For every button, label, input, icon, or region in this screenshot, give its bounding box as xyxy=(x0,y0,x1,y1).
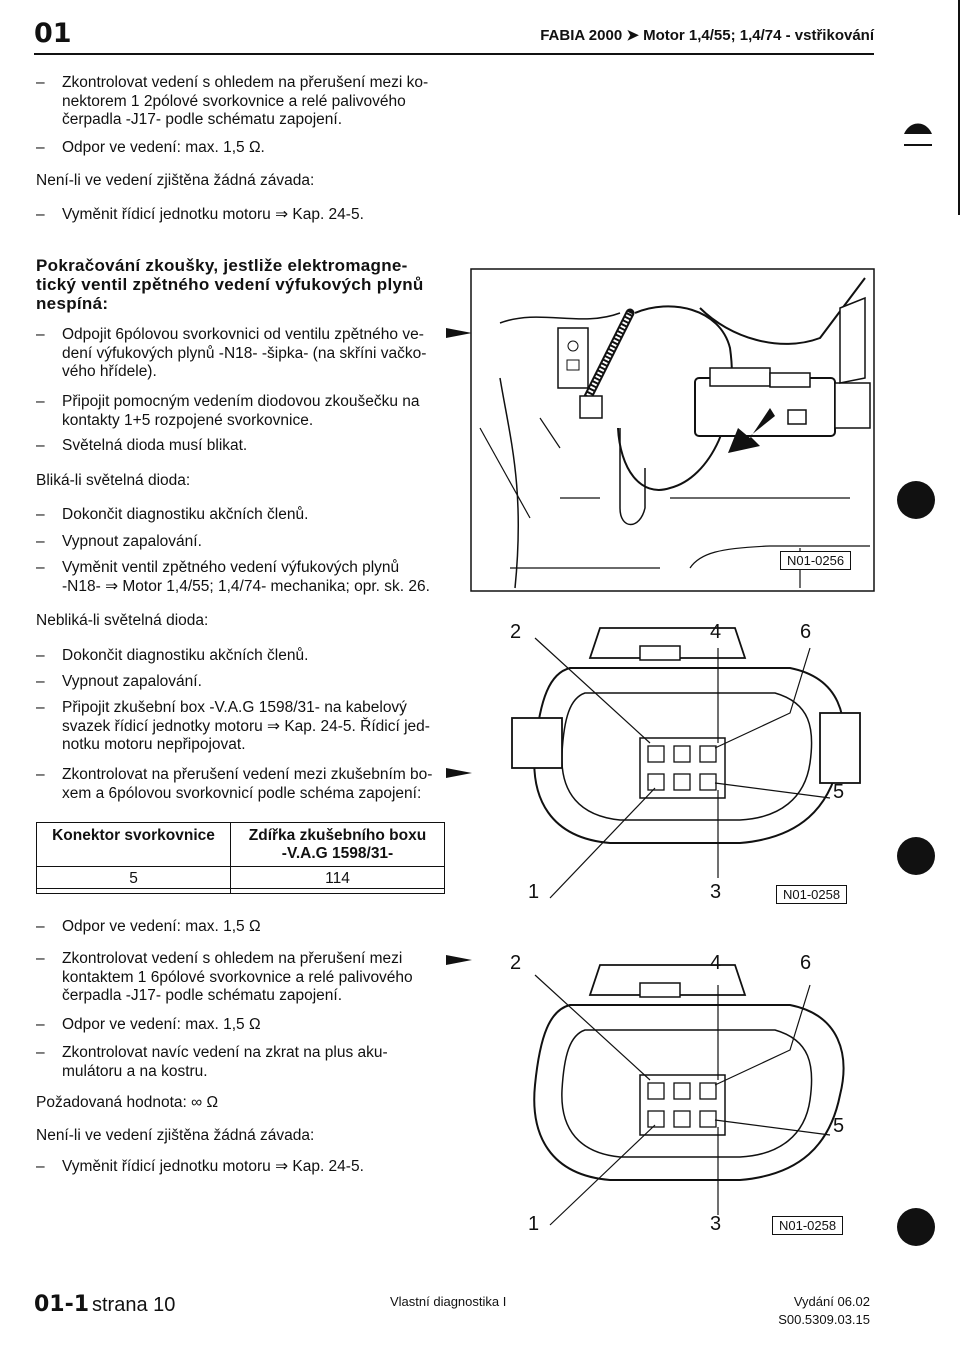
instruction-item: Zkontrolovat vedení s ohledem na přeruše… xyxy=(36,74,428,130)
pin-label: 1 xyxy=(528,881,540,903)
margin-dot-icon xyxy=(897,481,935,519)
pin-label: 2 xyxy=(510,952,522,974)
margin-dot-icon xyxy=(897,1208,935,1246)
instruction-item: Připojit zkušební box -V.A.G 1598/31- na… xyxy=(36,699,430,755)
text-line: Zkontrolovat vedení s ohledem na přeruše… xyxy=(62,74,429,91)
text-line: čerpadla -J17- podle schématu zapojení. xyxy=(62,987,343,1004)
text-line: Připojit zkušební box -V.A.G 1598/31- na… xyxy=(62,699,407,716)
connector-pin-diagram xyxy=(511,627,861,899)
condition-line: Nebliká-li světelná dioda: xyxy=(36,612,209,629)
pin-label: 4 xyxy=(710,952,722,974)
heading-line: tický ventil zpětného vedení výfukových … xyxy=(36,275,424,294)
header-line: Zdířka zkušebního boxu xyxy=(248,827,427,844)
text-line: mulátoru a na kostru. xyxy=(62,1062,208,1080)
table-header-connector: Konektor svorkovnice xyxy=(52,827,215,844)
instruction-item: Zkontrolovat na přerušení vedení mezi zk… xyxy=(36,766,432,803)
instruction-item: Odpojit 6pólovou svorkovnici od ventilu … xyxy=(36,326,426,382)
footer-section: Vlastní diagnostika I xyxy=(390,1294,507,1309)
instruction-item: Vyměnit řídicí jednotku motoru ⇒ Kap. 24… xyxy=(36,206,364,225)
text-line: Vyměnit ventil zpětného vedení výfukovýc… xyxy=(62,559,400,576)
header-line: -V.A.G 1598/31- xyxy=(281,845,394,862)
pin-label: 3 xyxy=(710,1213,722,1235)
table-divider xyxy=(37,888,444,890)
pin-label: 1 xyxy=(528,1213,540,1235)
footer-chapter: 01-1 xyxy=(34,1292,90,1317)
table-header-socket: Zdířka zkušebního boxu -V.A.G 1598/31- xyxy=(231,827,444,863)
table-cell: 114 xyxy=(325,870,350,887)
text-line: Připojit pomocným vedením diodovou zkouš… xyxy=(62,393,420,410)
heading-line: nespíná: xyxy=(36,294,109,313)
valve-location-figure xyxy=(470,268,875,592)
pin-label: 5 xyxy=(833,781,845,803)
page-header-title: FABIA 2000 ➤ Motor 1,4/55; 1,4/74 - vstř… xyxy=(540,27,874,44)
footer-edition: Vydání 06.02 S00.5309.03.15 xyxy=(768,1293,870,1329)
instruction-item: Odpor ve vedení: max. 1,5 Ω xyxy=(36,1016,261,1035)
condition-line: Není-li ve vedení zjištěna žádná závada: xyxy=(36,172,315,189)
instruction-item: Vypnout zapalování. xyxy=(36,533,202,552)
figure-code: N01-0258 xyxy=(772,1216,844,1235)
pin-label: 6 xyxy=(800,952,812,974)
instruction-item: Dokončit diagnostiku akčních členů. xyxy=(36,647,308,666)
text-line: Odpojit 6pólovou svorkovnici od ventilu … xyxy=(62,326,424,343)
edition-line: Vydání 06.02 xyxy=(793,1294,870,1309)
document-code: S00.5309.03.15 xyxy=(778,1312,870,1327)
required-value: Požadovaná hodnota: ∞ Ω xyxy=(36,1094,219,1111)
text-line: nektorem 1 2pólové svorkovnice a relé pa… xyxy=(62,92,406,110)
condition-line: Není-li ve vedení zjištěna žádná závada: xyxy=(36,1127,315,1144)
pin-label: 4 xyxy=(710,621,722,643)
pointer-arrow-icon xyxy=(446,955,472,965)
figure-code: N01-0256 xyxy=(780,551,852,570)
text-line: notku motoru nepřipojovat. xyxy=(62,736,246,753)
text-line: kontakty 1+5 rozpojené svorkovnice. xyxy=(62,411,314,429)
text-line: Zkontrolovat vedení s ohledem na přeruše… xyxy=(62,950,403,967)
text-line: -N18- ⇒ Motor 1,4/55; 1,4/74- mechanika;… xyxy=(62,577,430,595)
heading-line: Pokračování zkoušky, jestliže elektromag… xyxy=(36,256,408,275)
chapter-number: 01 xyxy=(34,18,72,49)
pin-label: 5 xyxy=(833,1115,845,1137)
figure-code: N01-0258 xyxy=(776,885,848,904)
instruction-item: Odpor ve vedení: max. 1,5 Ω xyxy=(36,918,261,937)
connector-pin-diagram xyxy=(533,964,845,1226)
table-cell: 5 xyxy=(129,870,138,887)
instruction-item: Zkontrolovat vedení s ohledem na přeruše… xyxy=(36,950,413,1006)
section-heading: Pokračování zkoušky, jestliže elektromag… xyxy=(36,256,424,313)
text-line: vého hřídele). xyxy=(62,363,157,380)
instruction-item: Zkontrolovat navíc vedení na zkrat na pl… xyxy=(36,1044,388,1081)
header-rule xyxy=(34,53,874,55)
condition-line: Bliká-li světelná dioda: xyxy=(36,472,191,489)
text-line: Zkontrolovat na přerušení vedení mezi zk… xyxy=(62,766,433,783)
warning-triangle-icon xyxy=(904,123,932,146)
instruction-item: Vyměnit řídicí jednotku motoru ⇒ Kap. 24… xyxy=(36,1158,364,1177)
table-divider xyxy=(230,823,232,893)
text-line: dení výfukových plynů -N18- -šipka- (na … xyxy=(62,344,427,362)
pointer-arrow-icon xyxy=(446,768,472,778)
instruction-item: Vypnout zapalování. xyxy=(36,673,202,692)
pointer-arrow-icon xyxy=(446,328,472,338)
text-line: xem a 6pólovou svorkovnicí podle schéma … xyxy=(62,784,422,802)
connection-table: Konektor svorkovnice Zdířka zkušebního b… xyxy=(36,822,445,894)
instruction-item: Připojit pomocným vedením diodovou zkouš… xyxy=(36,393,420,430)
text-line: čerpadla -J17- podle schématu zapojení. xyxy=(62,111,343,128)
instruction-item: Odpor ve vedení: max. 1,5 Ω. xyxy=(36,139,265,158)
pin-label: 6 xyxy=(800,621,812,643)
instruction-item: Dokončit diagnostiku akčních členů. xyxy=(36,506,308,525)
text-line: Zkontrolovat navíc vedení na zkrat na pl… xyxy=(62,1044,388,1061)
margin-dot-icon xyxy=(897,837,935,875)
text-line: svazek řídicí jednotky motoru ⇒ Kap. 24-… xyxy=(62,717,430,735)
margin-rule xyxy=(958,0,960,215)
footer-page: strana 10 xyxy=(92,1294,176,1316)
text-line: kontaktem 1 6pólové svorkovnice a relé p… xyxy=(62,968,413,986)
instruction-item: Světelná dioda musí blikat. xyxy=(36,437,247,456)
pin-label: 2 xyxy=(510,621,522,643)
instruction-item: Vyměnit ventil zpětného vedení výfukovýc… xyxy=(36,559,430,596)
table-divider xyxy=(37,866,444,868)
pin-label: 3 xyxy=(710,881,722,903)
